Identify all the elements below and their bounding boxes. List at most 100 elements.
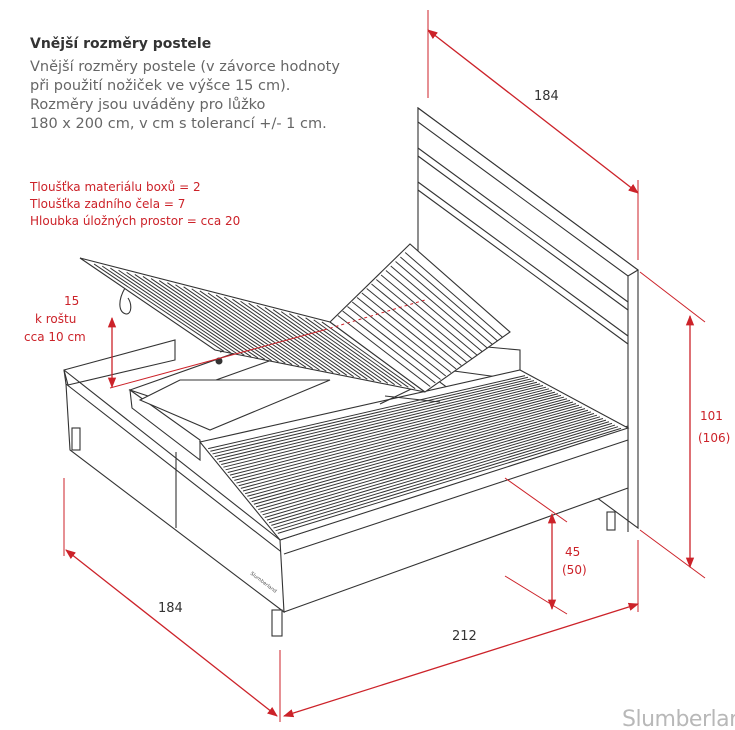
slat [258, 413, 595, 511]
slat [118, 269, 245, 356]
slat [227, 389, 553, 473]
slat [356, 297, 452, 373]
slat [216, 381, 538, 460]
slat [375, 279, 473, 359]
bed-height-label: 45 [565, 545, 580, 559]
slat [191, 288, 307, 368]
slat [255, 411, 592, 508]
slat [400, 256, 498, 342]
slat [232, 298, 341, 375]
slat [167, 282, 286, 364]
slat [253, 409, 589, 505]
length-label: 212 [452, 629, 477, 644]
slat [215, 294, 327, 372]
slat [371, 283, 467, 363]
info-title: Vnější rozměry postele [30, 36, 212, 52]
slat [264, 307, 368, 380]
slat [214, 380, 535, 458]
slat [175, 284, 293, 366]
grid-height-note-2: cca 10 cm [24, 330, 86, 344]
slat [266, 419, 607, 521]
bed-height-alt-label: (50) [562, 563, 587, 577]
slat [380, 274, 478, 356]
slat [210, 376, 529, 452]
total-height-alt-label: (106) [698, 431, 730, 445]
slat [212, 378, 532, 455]
slat [390, 265, 488, 349]
slat [242, 401, 574, 492]
slat [238, 398, 568, 487]
slat [321, 321, 416, 390]
slat [264, 417, 604, 518]
slat [313, 319, 409, 388]
info-line: Vnější rozměry postele (v závorce hodnot… [30, 59, 340, 75]
slat [260, 414, 598, 513]
slat [231, 393, 559, 479]
slat [240, 399, 571, 489]
slat [247, 404, 580, 497]
slat [183, 286, 300, 367]
slat [297, 315, 395, 386]
slat [248, 302, 354, 378]
slat [229, 391, 556, 476]
slat [245, 403, 577, 495]
slat [223, 386, 547, 468]
slat [134, 273, 259, 359]
slat [225, 388, 550, 471]
slat [207, 292, 320, 371]
slat [271, 422, 613, 526]
info-text: Vnější rozměry postele (v závorce hodnot… [30, 58, 390, 134]
info-block: Vnější rozměry postele Vnější rozměry po… [30, 36, 390, 134]
slat [236, 396, 565, 484]
slat [208, 375, 526, 450]
slat [223, 296, 334, 374]
slat [289, 313, 389, 384]
slat [275, 426, 619, 532]
lifted-slat-frame [79, 243, 511, 405]
slat [256, 304, 361, 379]
slat [101, 265, 231, 354]
info-line: Rozměry jsou uváděny pro lůžko [30, 97, 266, 113]
slat [158, 280, 279, 363]
slat [221, 385, 544, 466]
slat [142, 276, 266, 360]
slat [110, 267, 238, 355]
slat [218, 383, 541, 463]
front-width-label: 184 [158, 601, 183, 616]
slat [395, 261, 493, 345]
slat [268, 421, 610, 524]
dimension-lines [63, 10, 706, 722]
slat [280, 311, 382, 383]
slat [93, 263, 225, 352]
slat [385, 270, 483, 352]
foot-slat-base [199, 369, 630, 541]
info-line: při použití nožiček ve výšce 15 cm). [30, 78, 291, 94]
info-line: 180 x 200 cm, v cm s tolerancí +/- 1 cm. [30, 116, 327, 132]
slat [199, 290, 313, 370]
slat [273, 424, 616, 529]
material-notes: Tloušťka materiálu boxů = 2 Tloušťka zad… [30, 179, 240, 230]
slat [404, 252, 504, 338]
note-box-thickness: Tloušťka materiálu boxů = 2 [30, 180, 201, 194]
slat [351, 301, 447, 377]
slat [126, 271, 252, 358]
total-height-label: 101 [700, 409, 723, 423]
slat [337, 315, 431, 387]
slat [366, 288, 462, 366]
slat [262, 416, 601, 516]
slat [361, 292, 457, 370]
slat [234, 394, 562, 481]
note-headboard-thickness: Tloušťka zadního čela = 7 [30, 197, 186, 211]
slat [277, 427, 622, 534]
headboard-width-label: 184 [534, 89, 559, 104]
slat [347, 306, 441, 380]
slat [150, 278, 272, 362]
slat [272, 309, 375, 382]
note-storage-depth: Hloubka úložných prostor = cca 20 [30, 214, 241, 228]
slat [251, 408, 586, 503]
slat [249, 406, 583, 500]
grid-height-note-1: k roštu [35, 312, 76, 326]
slat [305, 317, 402, 387]
slat [342, 310, 436, 384]
